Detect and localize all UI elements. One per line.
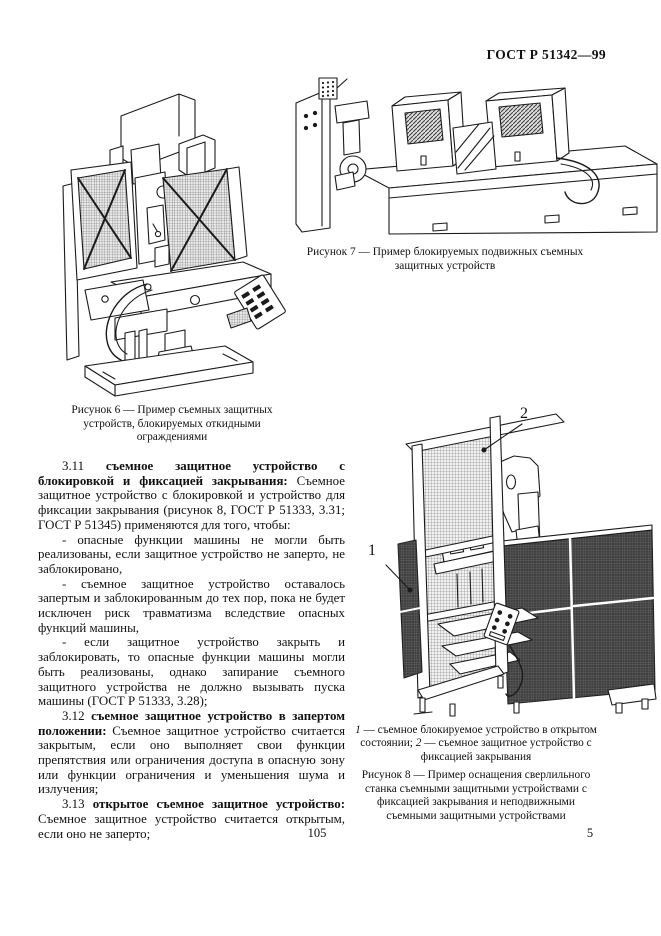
clause-3-11-term: съемное защитное устройство с блокировко… xyxy=(38,459,345,488)
figure8-callout-1: 1 xyxy=(368,542,376,559)
clause-3-13: 3.13 открытое съемное защитное устройств… xyxy=(38,797,345,841)
clause-3-11-item-3: - если защитное устройство закрыть и заб… xyxy=(38,635,345,709)
figure7-container xyxy=(293,76,661,238)
legend-text-1: — съемное блокируемое устройство в откры… xyxy=(360,724,597,750)
clause-3-13-term: открытое съемное защитное устройство: xyxy=(92,797,345,812)
clause-3-11-number: 3.11 xyxy=(62,459,85,473)
clause-3-12-term: съемное защитное устройство в запертом п… xyxy=(38,708,345,738)
legend-text-2: — съемное защитное устройство с фиксацие… xyxy=(420,737,592,763)
clause-3-12-text: Съемное защитное устройство считается за… xyxy=(38,723,345,797)
clause-3-12-number: 3.12 xyxy=(62,708,85,723)
figure7-caption: Рисунок 7 — Пример блокируемых подвижных… xyxy=(306,246,584,272)
figure8-caption: Рисунок 8 — Пример оснащения сверлильног… xyxy=(361,769,591,822)
pendant-control xyxy=(234,274,286,330)
clause-3-12: 3.12 съемное защитное устройство в запер… xyxy=(38,709,345,797)
pendant-control xyxy=(483,602,520,646)
clause-3-11: 3.11 съемное защитное устройство с блоки… xyxy=(38,459,345,533)
clause-3-11-item-1: - опасные функции машины не могли быть р… xyxy=(38,532,345,576)
legend-number-1: 1 xyxy=(355,724,361,736)
figure8-callout-2: 2 xyxy=(520,405,528,422)
figure8-legend: 1 — съемное блокируемое устройство в отк… xyxy=(347,724,605,764)
body-text-column: 3.11 съемное защитное устройство с блоки… xyxy=(38,459,345,841)
figure6-machine-illustration xyxy=(62,93,286,397)
figure8-container: 2 1 xyxy=(362,402,660,722)
clause-3-11-item-2: - съемное защитное устройство оставалось… xyxy=(38,576,345,635)
figure8-machine-illustration xyxy=(385,413,657,717)
page-number-center: 105 xyxy=(307,826,327,840)
clause-3-11-text: Съемное защитное устройство с блокировко… xyxy=(38,473,345,532)
figure6-container xyxy=(55,88,295,404)
page-number-right: 5 xyxy=(586,826,594,840)
clause-3-13-number: 3.13 xyxy=(62,797,85,812)
legend-number-2: 2 xyxy=(415,737,422,750)
figure7-machine-illustration xyxy=(295,77,658,235)
page-header-standard-number: ГОСТ Р 51342—99 xyxy=(486,47,606,62)
figure6-caption: Рисунок 6 — Пример съемных защитных устр… xyxy=(71,404,273,444)
clause-3-13-text: Съемное защитное устройство считается от… xyxy=(38,811,345,841)
